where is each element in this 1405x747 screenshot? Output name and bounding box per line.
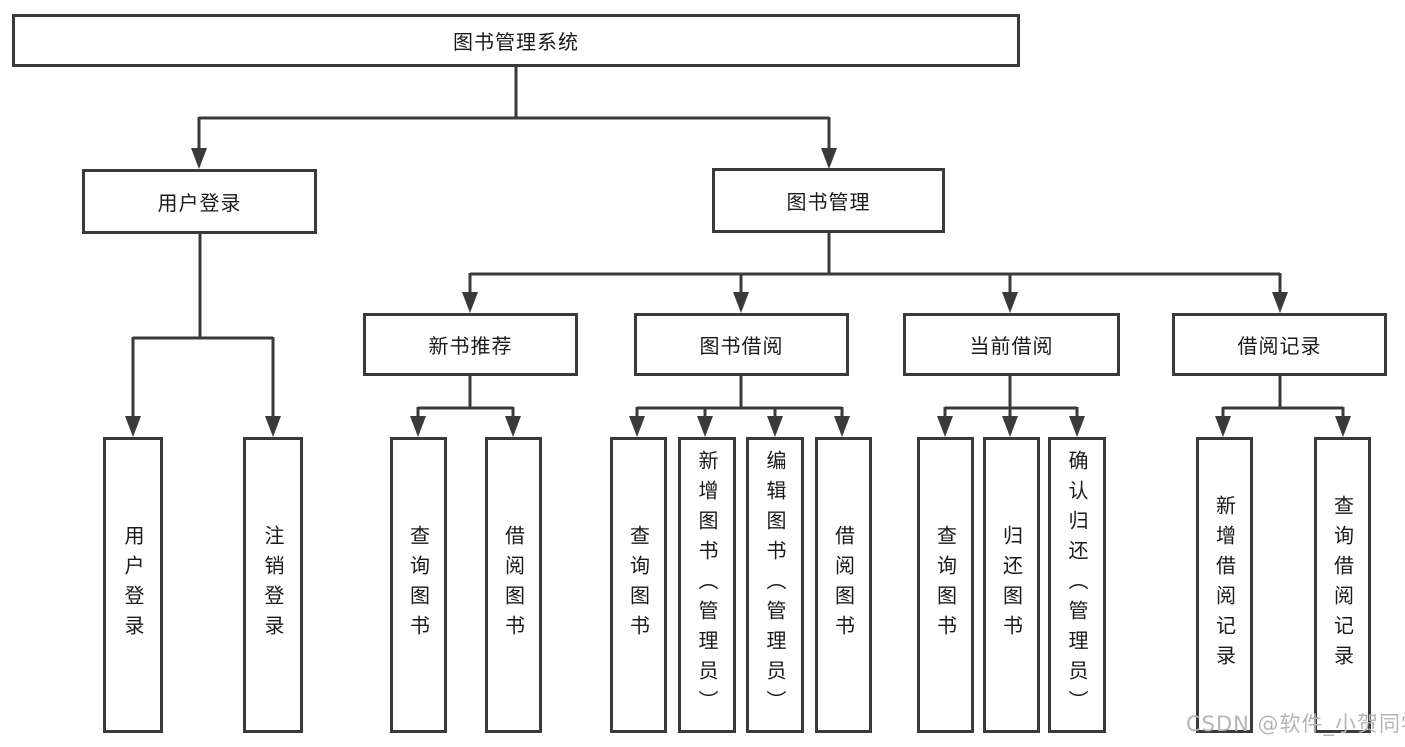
leaf-label: 编辑图书（管理员） (763, 450, 787, 720)
node-library-management-system: 图书管理系统 (12, 14, 1020, 67)
node-label: 新书推荐 (428, 334, 513, 358)
node-label: 当前借阅 (969, 334, 1054, 358)
leaf-label: 新增图书（管理员） (695, 450, 719, 720)
leaf-label: 确认归还（管理员） (1065, 450, 1089, 720)
leaf-add-borrow-record: 新增借阅记录 (1196, 437, 1253, 733)
arrowhead-icons (125, 148, 1351, 437)
node-user-login: 用户登录 (82, 169, 317, 234)
leaf-query-borrow-record: 查询借阅记录 (1314, 437, 1371, 733)
node-book-borrowing: 图书借阅 (634, 313, 849, 376)
node-label: 图书管理系统 (453, 30, 579, 54)
leaf-label: 查询图书 (406, 525, 431, 645)
leaf-label: 查询图书 (626, 525, 651, 645)
leaf-label: 借阅图书 (831, 525, 856, 645)
node-borrowing-records: 借阅记录 (1172, 313, 1387, 376)
leaf-user-login: 用户登录 (103, 437, 163, 733)
node-label: 图书管理 (786, 190, 871, 214)
leaf-query-books: 查询图书 (917, 437, 974, 733)
leaf-edit-books-admin: 编辑图书（管理员） (746, 437, 804, 733)
leaf-query-books: 查询图书 (390, 437, 447, 733)
node-label: 图书借阅 (699, 334, 784, 358)
leaf-query-books: 查询图书 (610, 437, 667, 733)
leaf-label: 借阅图书 (501, 525, 526, 645)
csdn-watermark: CSDN @软件_小贺同学 (1186, 712, 1405, 736)
leaf-label: 查询借阅记录 (1330, 495, 1355, 675)
node-book-management: 图书管理 (712, 168, 945, 233)
leaf-label: 用户登录 (121, 525, 145, 645)
leaf-label: 新增借阅记录 (1212, 495, 1237, 675)
node-label: 用户登录 (157, 191, 242, 215)
node-new-book-recommendation: 新书推荐 (363, 313, 578, 376)
leaf-borrow-books: 借阅图书 (485, 437, 542, 733)
node-current-borrowing: 当前借阅 (903, 313, 1120, 376)
node-label: 借阅记录 (1237, 334, 1322, 358)
leaf-add-books-admin: 新增图书（管理员） (678, 437, 736, 733)
leaf-borrow-books: 借阅图书 (815, 437, 872, 733)
leaf-label: 归还图书 (999, 525, 1024, 645)
leaf-confirm-return-admin: 确认归还（管理员） (1048, 437, 1106, 733)
leaf-label: 注销登录 (261, 525, 285, 645)
leaf-logout: 注销登录 (243, 437, 303, 733)
leaf-label: 查询图书 (933, 525, 958, 645)
leaf-return-books: 归还图书 (983, 437, 1040, 733)
